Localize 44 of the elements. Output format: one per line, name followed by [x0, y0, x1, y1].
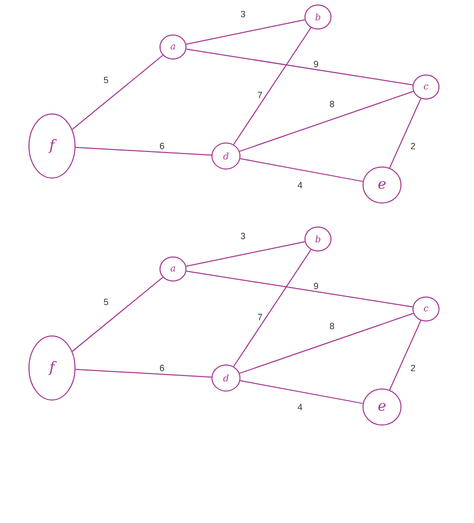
graph-edge: [186, 270, 414, 308]
letter-node: a: [160, 34, 186, 60]
weight-label: 7: [258, 314, 262, 320]
letter-node: c: [412, 74, 440, 100]
graph-edge: [186, 48, 414, 86]
graph-edge: [72, 54, 164, 130]
graph-edge: [186, 241, 306, 267]
letter-node: f: [28, 114, 76, 178]
letter-node: e: [362, 166, 402, 204]
letter-node: a: [160, 256, 186, 282]
weight-label: 3: [240, 232, 246, 240]
graph-edge: [74, 368, 212, 378]
weight-label: 7: [258, 92, 262, 98]
weight-label: 5: [104, 298, 108, 306]
graph-edge: [72, 276, 164, 352]
weight-label: 6: [160, 142, 164, 150]
graph-edge: [389, 320, 422, 390]
weight-label: 8: [330, 322, 334, 330]
letter-node: d: [212, 142, 240, 170]
weight-label: 9: [314, 60, 318, 68]
graph-edge: [186, 19, 306, 45]
letter-node: d: [212, 364, 240, 392]
letter-node: e: [362, 388, 402, 426]
letter-node: b: [304, 4, 332, 30]
graph-edge: [389, 98, 422, 168]
weight-label: 3: [240, 10, 246, 18]
weight-label: 2: [410, 142, 416, 150]
graph-edge: [233, 249, 312, 367]
weight-label: 8: [330, 100, 334, 108]
graph-edge: [240, 380, 364, 404]
weight-label: 9: [314, 282, 318, 290]
letter-node: c: [412, 296, 440, 322]
weight-label: 2: [410, 364, 416, 372]
graph-edge: [240, 158, 364, 182]
weight-label: 4: [298, 404, 302, 410]
weight-label: 6: [160, 364, 164, 372]
letter-node: b: [304, 226, 332, 252]
graph-edge: [74, 146, 212, 156]
weight-label: 5: [104, 76, 108, 84]
letter-node: f: [28, 336, 76, 400]
graph-edge: [239, 90, 414, 152]
weight-label: 4: [298, 182, 302, 188]
graph-edge: [239, 312, 414, 374]
graph-edge: [233, 27, 312, 145]
